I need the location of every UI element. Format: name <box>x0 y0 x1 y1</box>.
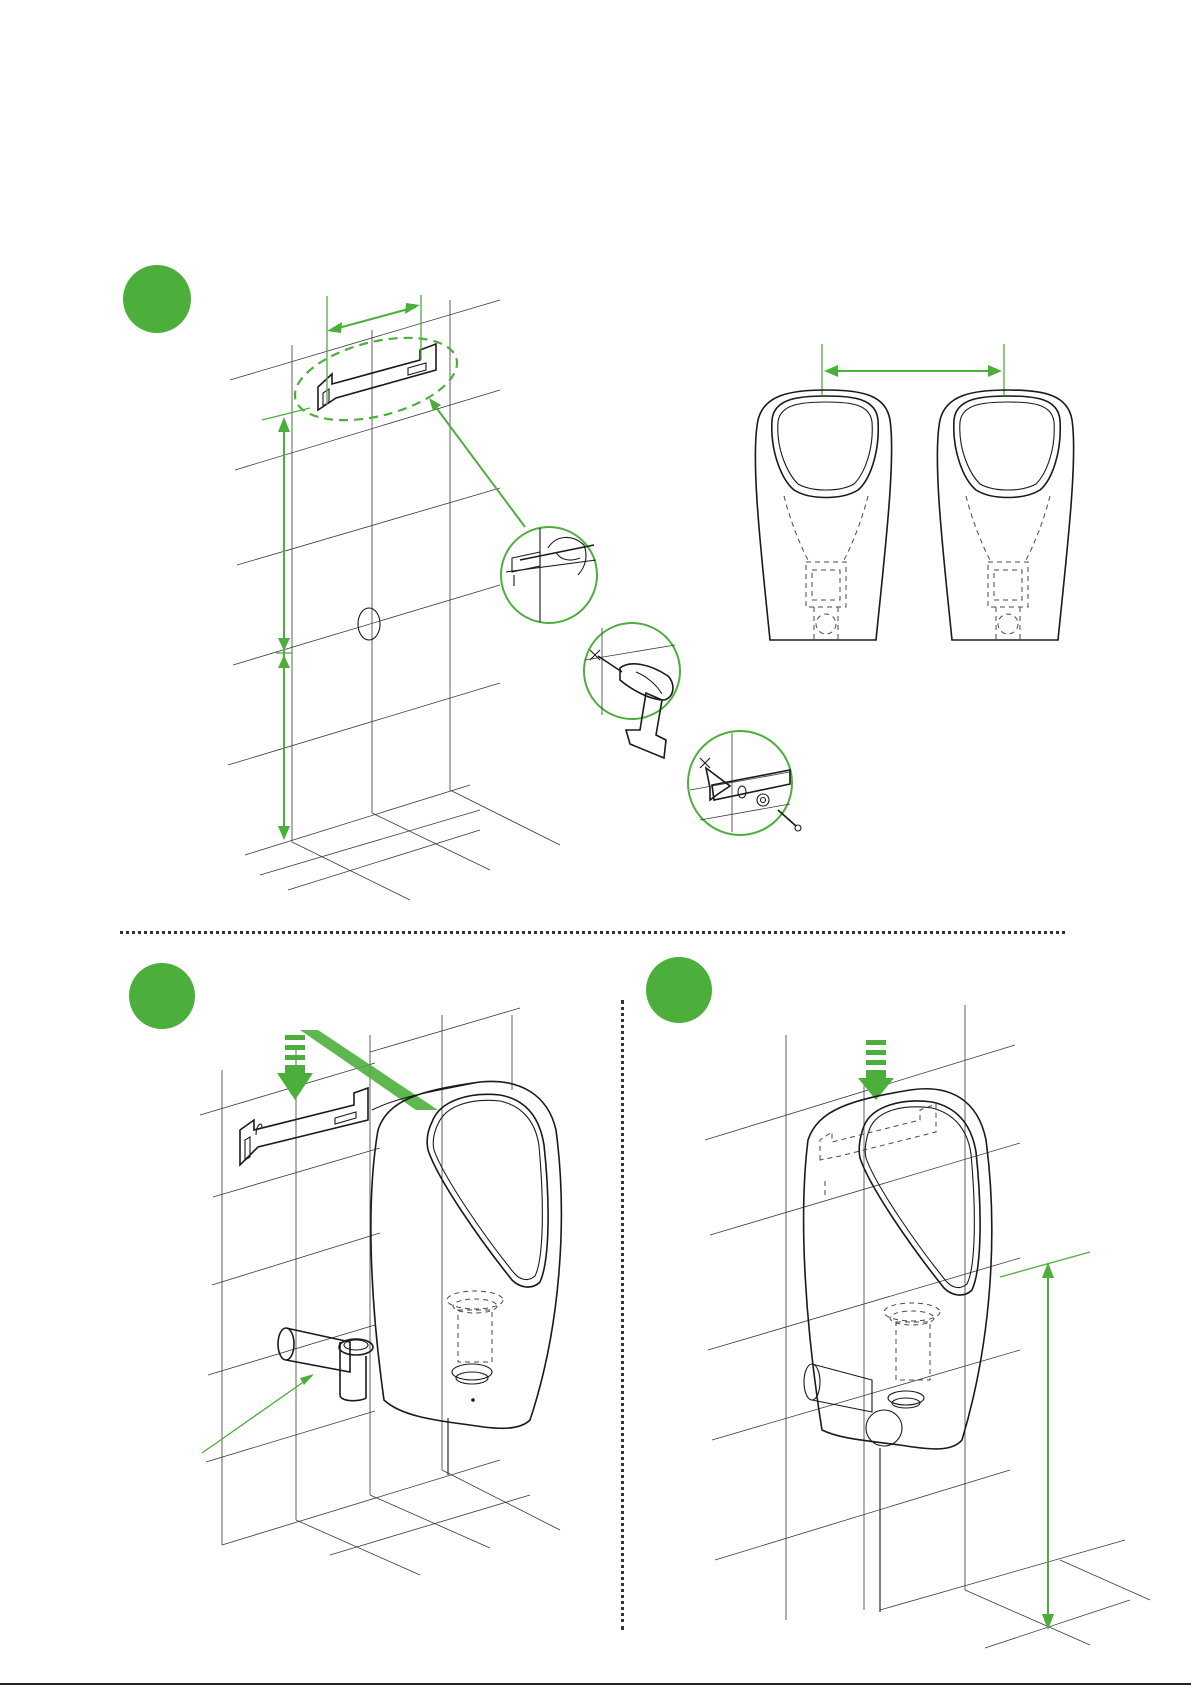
height-dimension <box>262 408 310 840</box>
step-marker-2 <box>129 963 195 1029</box>
down-arrow-icon <box>858 1040 894 1100</box>
step-marker-1 <box>123 265 191 333</box>
step-3-panel <box>646 957 1150 1648</box>
pipe-leader <box>202 1376 312 1453</box>
section-divider-horizontal <box>120 931 1065 934</box>
fixing-detail <box>688 731 801 835</box>
step-marker-3 <box>646 957 712 1023</box>
detail-leader <box>432 402 525 527</box>
bracket-highlight <box>287 323 466 435</box>
urinal-front-left <box>755 390 891 640</box>
wall-bracket <box>240 1088 368 1165</box>
spacing-diagram <box>755 344 1073 640</box>
urinal-installed <box>804 1089 992 1612</box>
marking-detail <box>501 527 597 623</box>
step-1-panel <box>123 265 1074 900</box>
drilling-detail <box>584 623 680 758</box>
step-2-panel <box>129 963 561 1575</box>
mounting-height-dimension <box>1000 1252 1090 1630</box>
wall-bracket <box>287 295 466 435</box>
section-divider-vertical <box>621 1000 624 1630</box>
urinal-side-view <box>371 1081 561 1475</box>
wall-grid <box>200 1008 560 1575</box>
alignment-band <box>300 1030 438 1110</box>
urinal-front-right <box>937 390 1073 640</box>
